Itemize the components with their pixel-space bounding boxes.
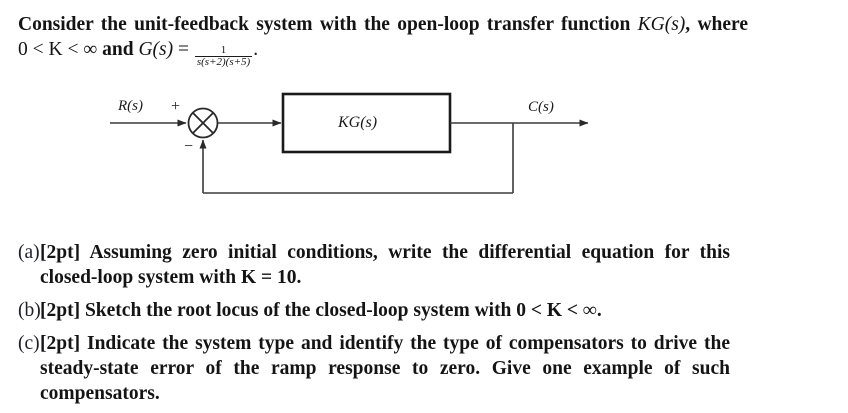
summing-junction-minus-sign: − xyxy=(184,138,194,155)
statement-gain-condition: 0 < K < ∞ xyxy=(18,39,98,60)
summing-junction-plus-sign: + xyxy=(171,98,181,115)
list-item: (b) [2pt] Sketch the root locus of the c… xyxy=(0,298,848,323)
block-diagram-svg xyxy=(110,92,589,194)
list-item: (a) [2pt] Assuming zero initial conditio… xyxy=(0,240,848,290)
item-points-a: [2pt] xyxy=(40,242,81,263)
problem-statement: Consider the unit-feedback system with t… xyxy=(18,12,748,69)
statement-text-part2: , where xyxy=(685,14,748,35)
item-body-b: [2pt] Sketch the root locus of the close… xyxy=(40,298,730,323)
block-diagram: R(s) C(s) + − KG(s) xyxy=(0,88,848,208)
item-marker-c: (c) xyxy=(18,333,40,354)
item-marker-a: (a) xyxy=(18,242,40,263)
item-marker-b: (b) xyxy=(18,300,41,321)
input-label-rs: R(s) xyxy=(118,98,143,114)
item-body-c: [2pt] Indicate the system type and ident… xyxy=(40,331,730,406)
statement-text-part3: and xyxy=(97,39,139,60)
kg-block-rectangle xyxy=(281,92,452,154)
kg-block-label: KG(s) xyxy=(338,114,378,131)
statement-period: . xyxy=(253,39,259,60)
statement-gs-expression: G(s) xyxy=(138,39,174,60)
fraction-denominator: s(s+2)(s+5) xyxy=(196,56,251,69)
output-label-cs: C(s) xyxy=(528,99,554,115)
item-points-c: [2pt] xyxy=(40,333,81,354)
item-text-c: Indicate the system type and identify th… xyxy=(40,333,730,404)
list-item: (c) [2pt] Indicate the system type and i… xyxy=(0,331,848,406)
item-text-b: Sketch the root locus of the closed-loop… xyxy=(80,300,602,321)
fraction-numerator: 1 xyxy=(220,43,227,56)
item-text-a: Assuming zero initial conditions, write … xyxy=(40,242,730,288)
item-points-b: [2pt] xyxy=(40,300,81,321)
fraction-bar xyxy=(194,56,253,58)
question-items-list: (a) [2pt] Assuming zero initial conditio… xyxy=(0,240,848,406)
statement-equals-sign: = xyxy=(173,39,194,60)
item-body-a: [2pt] Assuming zero initial conditions, … xyxy=(40,240,730,290)
statement-kg-expression: KG(s) xyxy=(637,14,686,35)
summing-junction-cross-2 xyxy=(192,112,214,134)
statement-text-part1: Consider the unit-feedback system with t… xyxy=(18,14,638,35)
